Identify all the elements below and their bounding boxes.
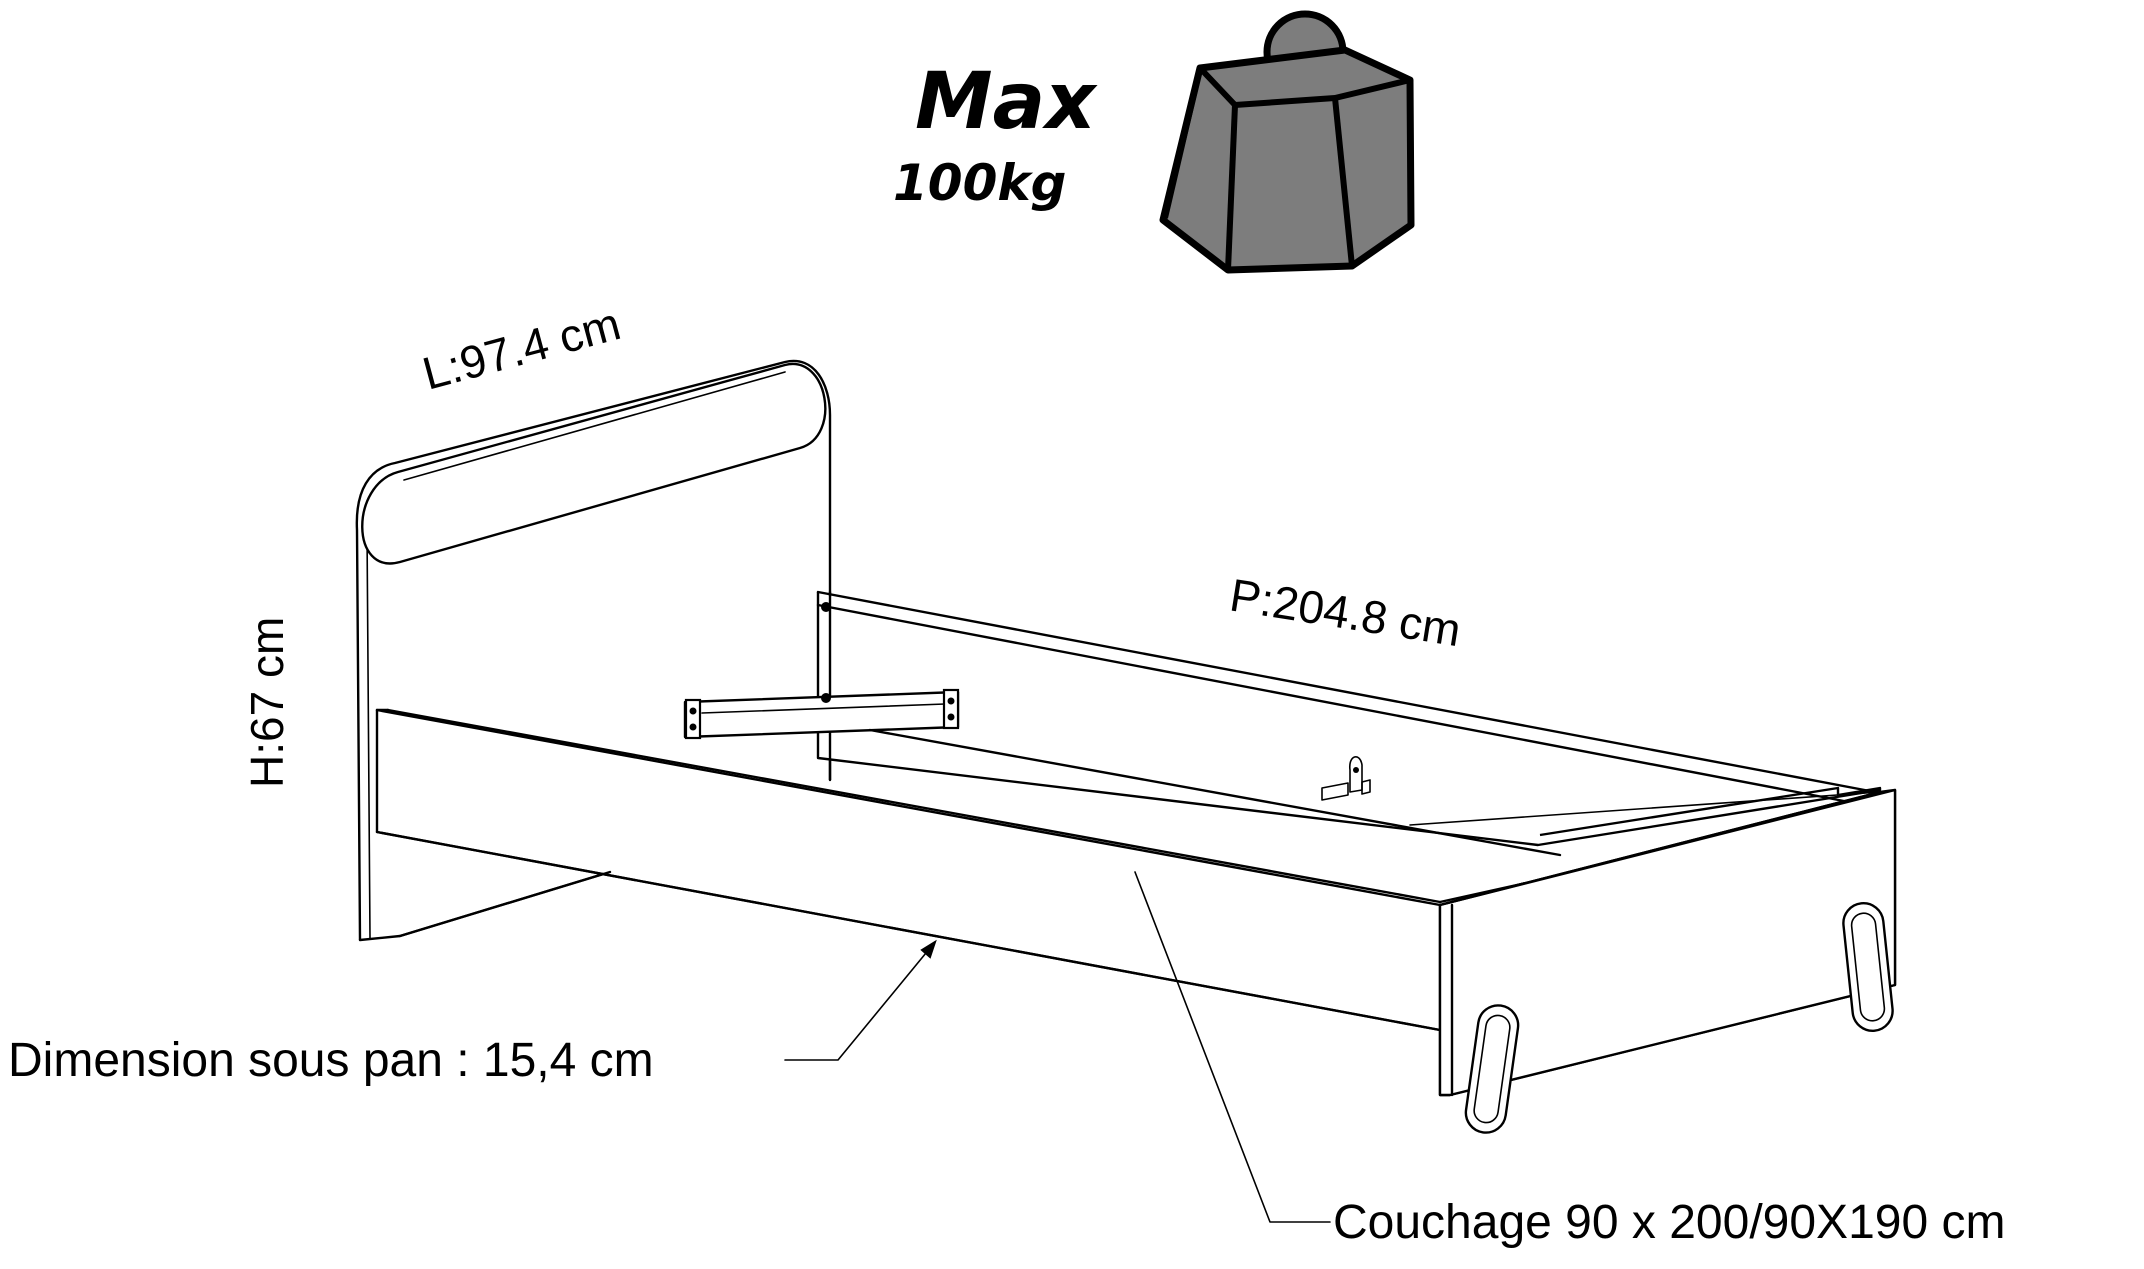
- metal-brace: [683, 688, 960, 740]
- height-label: H:67 cm: [241, 617, 293, 788]
- depth-label: P:204.8 cm: [1226, 569, 1464, 657]
- weight-icon: [1159, 10, 1415, 274]
- far-side-rail: [816, 592, 1882, 847]
- headboard-cushion: [361, 362, 827, 565]
- width-label: L:97.4 cm: [417, 297, 626, 400]
- max-title: Max: [915, 57, 1098, 147]
- max-weight-value: 100kg: [893, 154, 1066, 212]
- weight-badge: Max 100kg: [893, 10, 1415, 274]
- bed-drawing: [355, 359, 1897, 1134]
- bed-legs: [1464, 902, 1894, 1134]
- bracket-fitting: [1321, 756, 1371, 801]
- leader-lines: [784, 871, 1331, 1223]
- sleeping-surface-label: Couchage 90 x 200/90X190 cm: [1333, 1196, 2005, 1249]
- footboard: [1438, 788, 1897, 1097]
- under-bed-clearance-label: Dimension sous pan : 15,4 cm: [8, 1034, 654, 1087]
